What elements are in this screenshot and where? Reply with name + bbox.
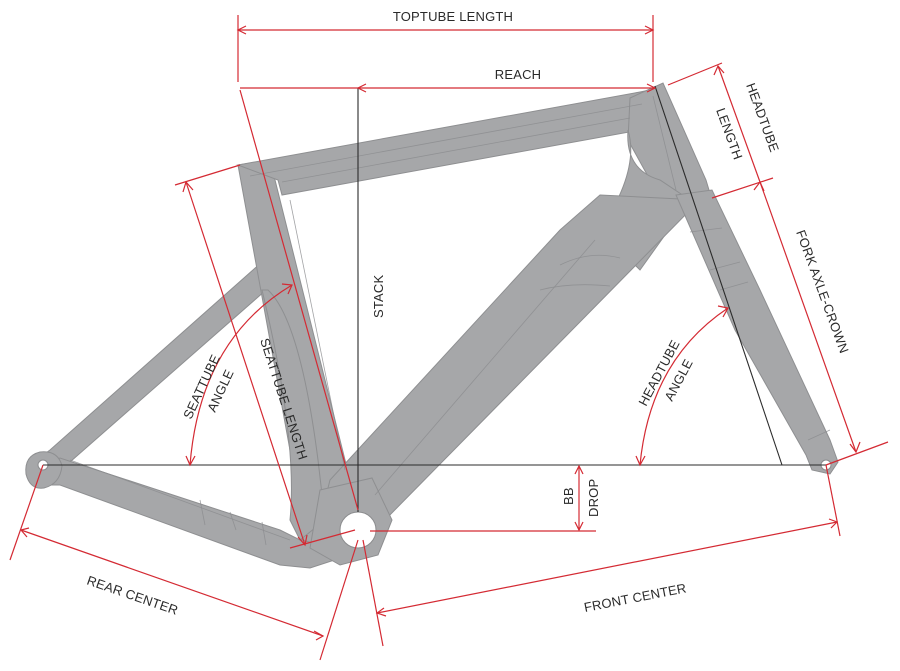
label-front-center: FRONT CENTER xyxy=(583,580,688,615)
dimension-lines xyxy=(9,15,889,661)
fork xyxy=(675,189,839,475)
label-toptube-length: TOPTUBE LENGTH xyxy=(393,9,513,24)
seattube-length-line xyxy=(239,89,359,511)
label-reach: REACH xyxy=(495,67,542,82)
label-fork-axle-crown: FORK AXLE-CROWN xyxy=(793,228,852,355)
bb-hole xyxy=(339,511,377,549)
reference-lines xyxy=(43,85,826,512)
label-headtube-length-2: LENGTH xyxy=(713,106,746,162)
top-tube xyxy=(236,87,669,196)
label-bb-drop-1: BB xyxy=(561,487,576,505)
seatstay xyxy=(34,261,277,463)
label-bb-drop-2: DROP xyxy=(586,479,601,517)
label-stack: STACK xyxy=(371,274,386,318)
headtube-angle-arc xyxy=(639,307,729,466)
headtube-length-line xyxy=(717,65,761,183)
bike-frame xyxy=(25,82,839,569)
label-headtube-length-1: HEADTUBE xyxy=(743,81,782,154)
seat-tube-curve xyxy=(261,289,326,541)
steering-axis-line xyxy=(654,85,783,466)
label-rear-center: REAR CENTER xyxy=(85,573,180,618)
seattube-angle-arc xyxy=(189,284,293,466)
front-center-line xyxy=(376,521,838,614)
fork-axle-crown-line xyxy=(759,181,857,453)
rear-center-line xyxy=(20,529,324,637)
